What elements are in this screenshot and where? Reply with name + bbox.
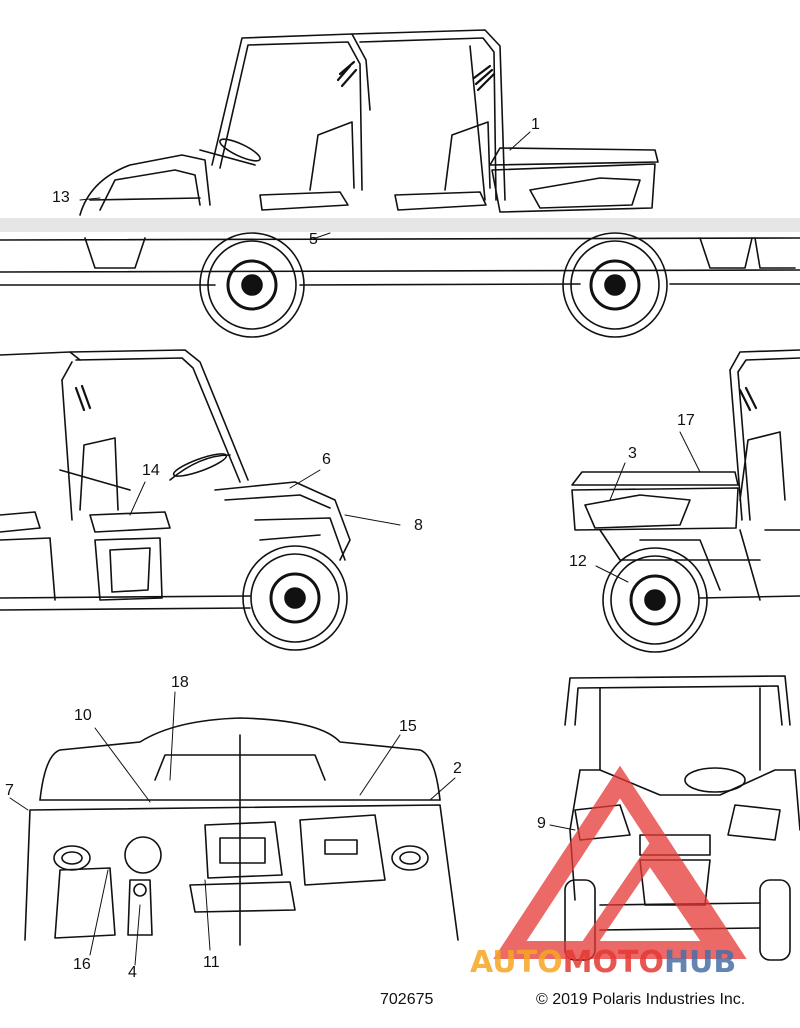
watermark-auto: AUTO — [470, 945, 563, 980]
copyright-text: © 2019 Polaris Industries Inc. — [536, 991, 746, 1008]
watermark-moto: MOTO — [562, 945, 664, 980]
watermark-logo — [493, 765, 747, 959]
callout-5: 5 — [309, 231, 318, 248]
ground-band — [0, 218, 800, 232]
callout-15: 15 — [399, 718, 417, 735]
callout-4: 4 — [128, 964, 137, 981]
callout-13: 13 — [52, 189, 70, 206]
callout-11: 11 — [203, 954, 220, 971]
callout-10: 10 — [74, 707, 92, 724]
callout-6: 6 — [322, 451, 331, 468]
callout-3: 3 — [628, 445, 637, 462]
callout-17: 17 — [677, 412, 695, 429]
callout-14: 14 — [142, 462, 160, 479]
leader-lines — [9, 131, 701, 966]
callout-7: 7 — [5, 782, 14, 799]
part-number: 702675 — [380, 991, 434, 1008]
callout-12: 12 — [569, 553, 587, 570]
side-view-front-half — [0, 349, 351, 651]
side-view-rear-half — [571, 349, 800, 653]
callout-18: 18 — [171, 674, 189, 691]
callout-8: 8 — [414, 517, 423, 534]
side-view-full — [0, 29, 800, 338]
callout-1: 1 — [531, 116, 540, 133]
callout-9: 9 — [537, 815, 546, 832]
callout-16: 16 — [73, 956, 91, 973]
callout-2: 2 — [453, 760, 462, 777]
watermark-hub: HUB — [663, 945, 737, 980]
dashboard-view — [24, 717, 459, 946]
watermark-text: AUTOMOTOHUB — [470, 945, 736, 980]
